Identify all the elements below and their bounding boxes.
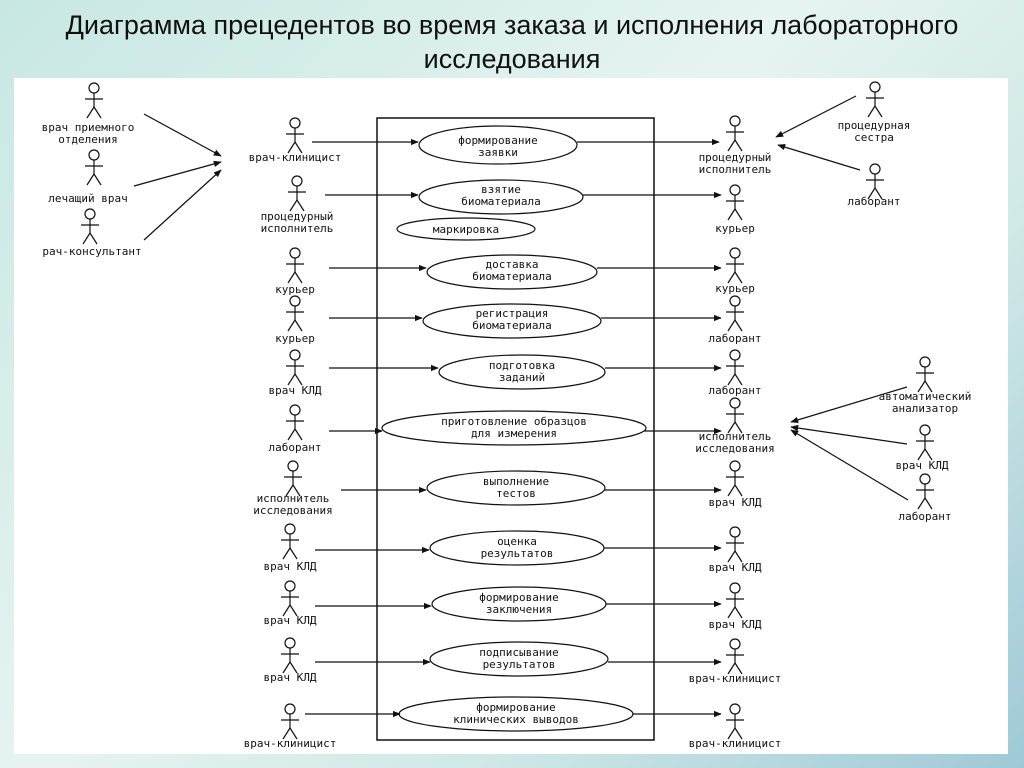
- right-actor-icon: [726, 349, 744, 386]
- left-actor-icon: [286, 295, 304, 332]
- slide-title-line-2: исследования: [423, 44, 601, 74]
- use-case-ellipse: [426, 470, 606, 506]
- left-actor-label: врач-клиницист: [244, 737, 337, 750]
- use-case-ellipse: [422, 303, 602, 339]
- slide-title: Диаграмма прецедентов во время заказа и …: [20, 8, 1004, 76]
- left-outer-actor-icon: [81, 208, 99, 245]
- right-actor-label: курьер: [715, 222, 755, 235]
- right-actor-label: лаборант: [709, 384, 762, 397]
- right-actor-icon: [726, 460, 744, 497]
- left-actor-icon: [281, 580, 299, 617]
- use-case-ellipse: [438, 354, 606, 390]
- right-outer-actor-icon: [916, 356, 934, 393]
- association-arrow: [143, 113, 222, 157]
- association-arrow: [790, 386, 908, 423]
- association-arrow: [777, 144, 861, 171]
- left-actor-label: курьер: [275, 283, 315, 296]
- association-arrow: [133, 160, 222, 187]
- left-actor-label: врач КЛД: [264, 614, 317, 627]
- slide-title-line-1: Диаграмма прецедентов во время заказа и …: [65, 10, 959, 40]
- association-arrow: [790, 424, 908, 445]
- right-outer-actor-icon: [866, 163, 884, 200]
- right-actor-icon: [726, 184, 744, 221]
- left-actor-label: врач КЛД: [264, 560, 317, 573]
- right-outer-actor-icon: [916, 424, 934, 461]
- use-case-ellipse: [396, 217, 536, 241]
- left-actor-icon: [286, 117, 304, 154]
- use-case-ellipse: [418, 179, 584, 215]
- right-actor-icon: [726, 115, 744, 152]
- left-actor-label: врач-клиницист: [249, 151, 342, 164]
- association-arrow: [143, 169, 222, 241]
- left-actor-label: врач КЛД: [269, 384, 322, 397]
- left-actor-icon: [284, 460, 302, 497]
- right-actor-label: врач-клиницист: [689, 672, 782, 685]
- left-actor-icon: [281, 703, 299, 740]
- left-actor-icon: [286, 404, 304, 441]
- right-outer-actor-label: лаборант: [848, 195, 901, 208]
- right-actor-label: курьер: [715, 282, 755, 295]
- association-arrow: [775, 95, 857, 138]
- right-actor-label: врач КЛД: [709, 496, 762, 509]
- right-actor-label: лаборант: [709, 332, 762, 345]
- left-actor-icon: [288, 175, 306, 212]
- right-actor-icon: [726, 295, 744, 332]
- left-outer-actor-label: лечащий врач: [48, 192, 127, 205]
- right-actor-icon: [726, 247, 744, 284]
- left-actor-icon: [286, 349, 304, 386]
- use-case-label: маркировка: [433, 223, 499, 236]
- left-actor-label: врач КЛД: [264, 671, 317, 684]
- right-actor-label: врач-клиницист: [689, 737, 782, 750]
- left-outer-actor-label: рач-консультант: [42, 245, 141, 258]
- right-outer-actor-label: лаборант: [899, 510, 952, 523]
- right-actor-icon: [726, 582, 744, 619]
- right-outer-actor-icon: [916, 473, 934, 510]
- left-actor-icon: [281, 523, 299, 560]
- right-actor-icon: [726, 526, 744, 563]
- right-actor-icon: [726, 397, 744, 434]
- association-arrow: [790, 429, 909, 501]
- left-actor-icon: [286, 247, 304, 284]
- use-case-ellipse: [418, 125, 578, 165]
- right-outer-actor-label: врач КЛД: [896, 459, 949, 472]
- use-case-ellipse: [426, 254, 598, 290]
- left-actor-icon: [281, 637, 299, 674]
- right-actor-label: врач КЛД: [709, 618, 762, 631]
- left-outer-actor-icon: [85, 149, 103, 186]
- left-actor-label: лаборант: [269, 441, 322, 454]
- left-actor-label: курьер: [275, 332, 315, 345]
- left-outer-actor-icon: [85, 82, 103, 119]
- right-outer-actor-icon: [866, 81, 884, 118]
- right-actor-label: врач КЛД: [709, 561, 762, 574]
- right-actor-icon: [726, 703, 744, 740]
- right-actor-icon: [726, 638, 744, 675]
